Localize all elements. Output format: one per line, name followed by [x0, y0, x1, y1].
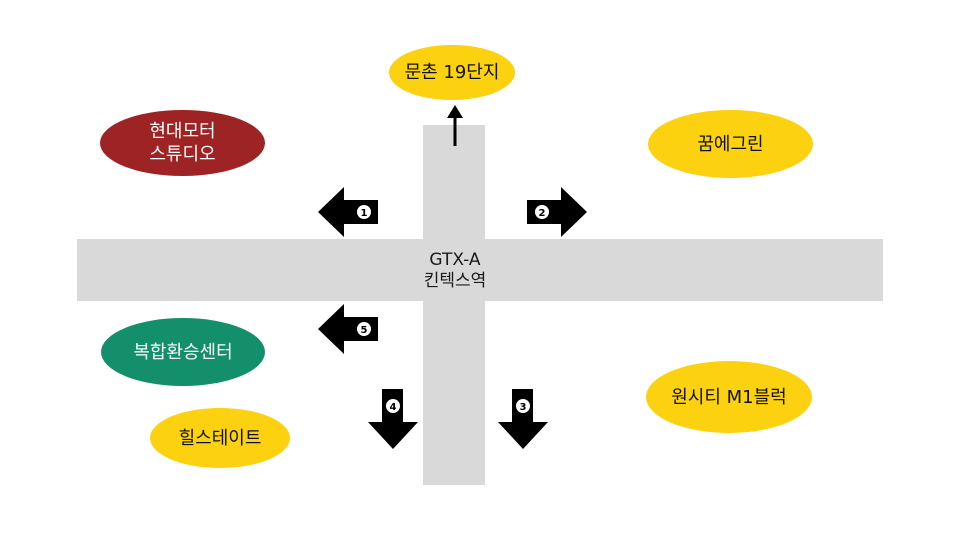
exit-number: 5 [361, 325, 368, 336]
exit-1-arrow: 1 [318, 187, 378, 237]
exit-number-badge [357, 205, 371, 219]
exit-number-badge [516, 399, 530, 413]
destination-kkumegreen: 꿈에그린 [648, 110, 813, 178]
exit-5-arrow: 5 [318, 304, 378, 354]
station-name: 킨텍스역 [423, 271, 487, 291]
destination-label: 원시티 M1블럭 [671, 386, 787, 408]
destination-munchon: 문촌 19단지 [389, 45, 515, 100]
exit-number: 2 [539, 208, 546, 219]
destination-label: 현대모터 [149, 121, 216, 142]
destination-transfer-center: 복합환승센터 [101, 318, 265, 386]
destination-label: 꿈에그린 [697, 133, 764, 155]
destination-label: 복합환승센터 [133, 341, 233, 363]
north-arrow [447, 105, 463, 146]
exit-4-arrow: 4 [368, 389, 418, 449]
exit-3-arrow: 3 [498, 389, 548, 449]
destination-hillstate: 힐스테이트 [150, 408, 290, 468]
destination-onecity: 원시티 M1블럭 [646, 361, 812, 433]
vertical-road [423, 125, 485, 485]
destination-label: 힐스테이트 [178, 427, 262, 449]
station-label: GTX-A 킨텍스역 [380, 250, 530, 292]
destination-label: 문촌 19단지 [404, 62, 500, 83]
station-line-name: GTX-A [429, 250, 481, 270]
exit-number: 3 [520, 402, 527, 413]
exit-number-badge [535, 205, 549, 219]
destination-hyundai-motor-studio: 현대모터 스튜디오 [100, 110, 265, 176]
destination-label: 스튜디오 [149, 144, 216, 165]
exit-2-arrow: 2 [527, 187, 587, 237]
exit-number: 1 [361, 208, 368, 219]
exit-number-badge [357, 322, 371, 336]
exit-number: 4 [390, 402, 397, 413]
exit-number-badge [386, 399, 400, 413]
